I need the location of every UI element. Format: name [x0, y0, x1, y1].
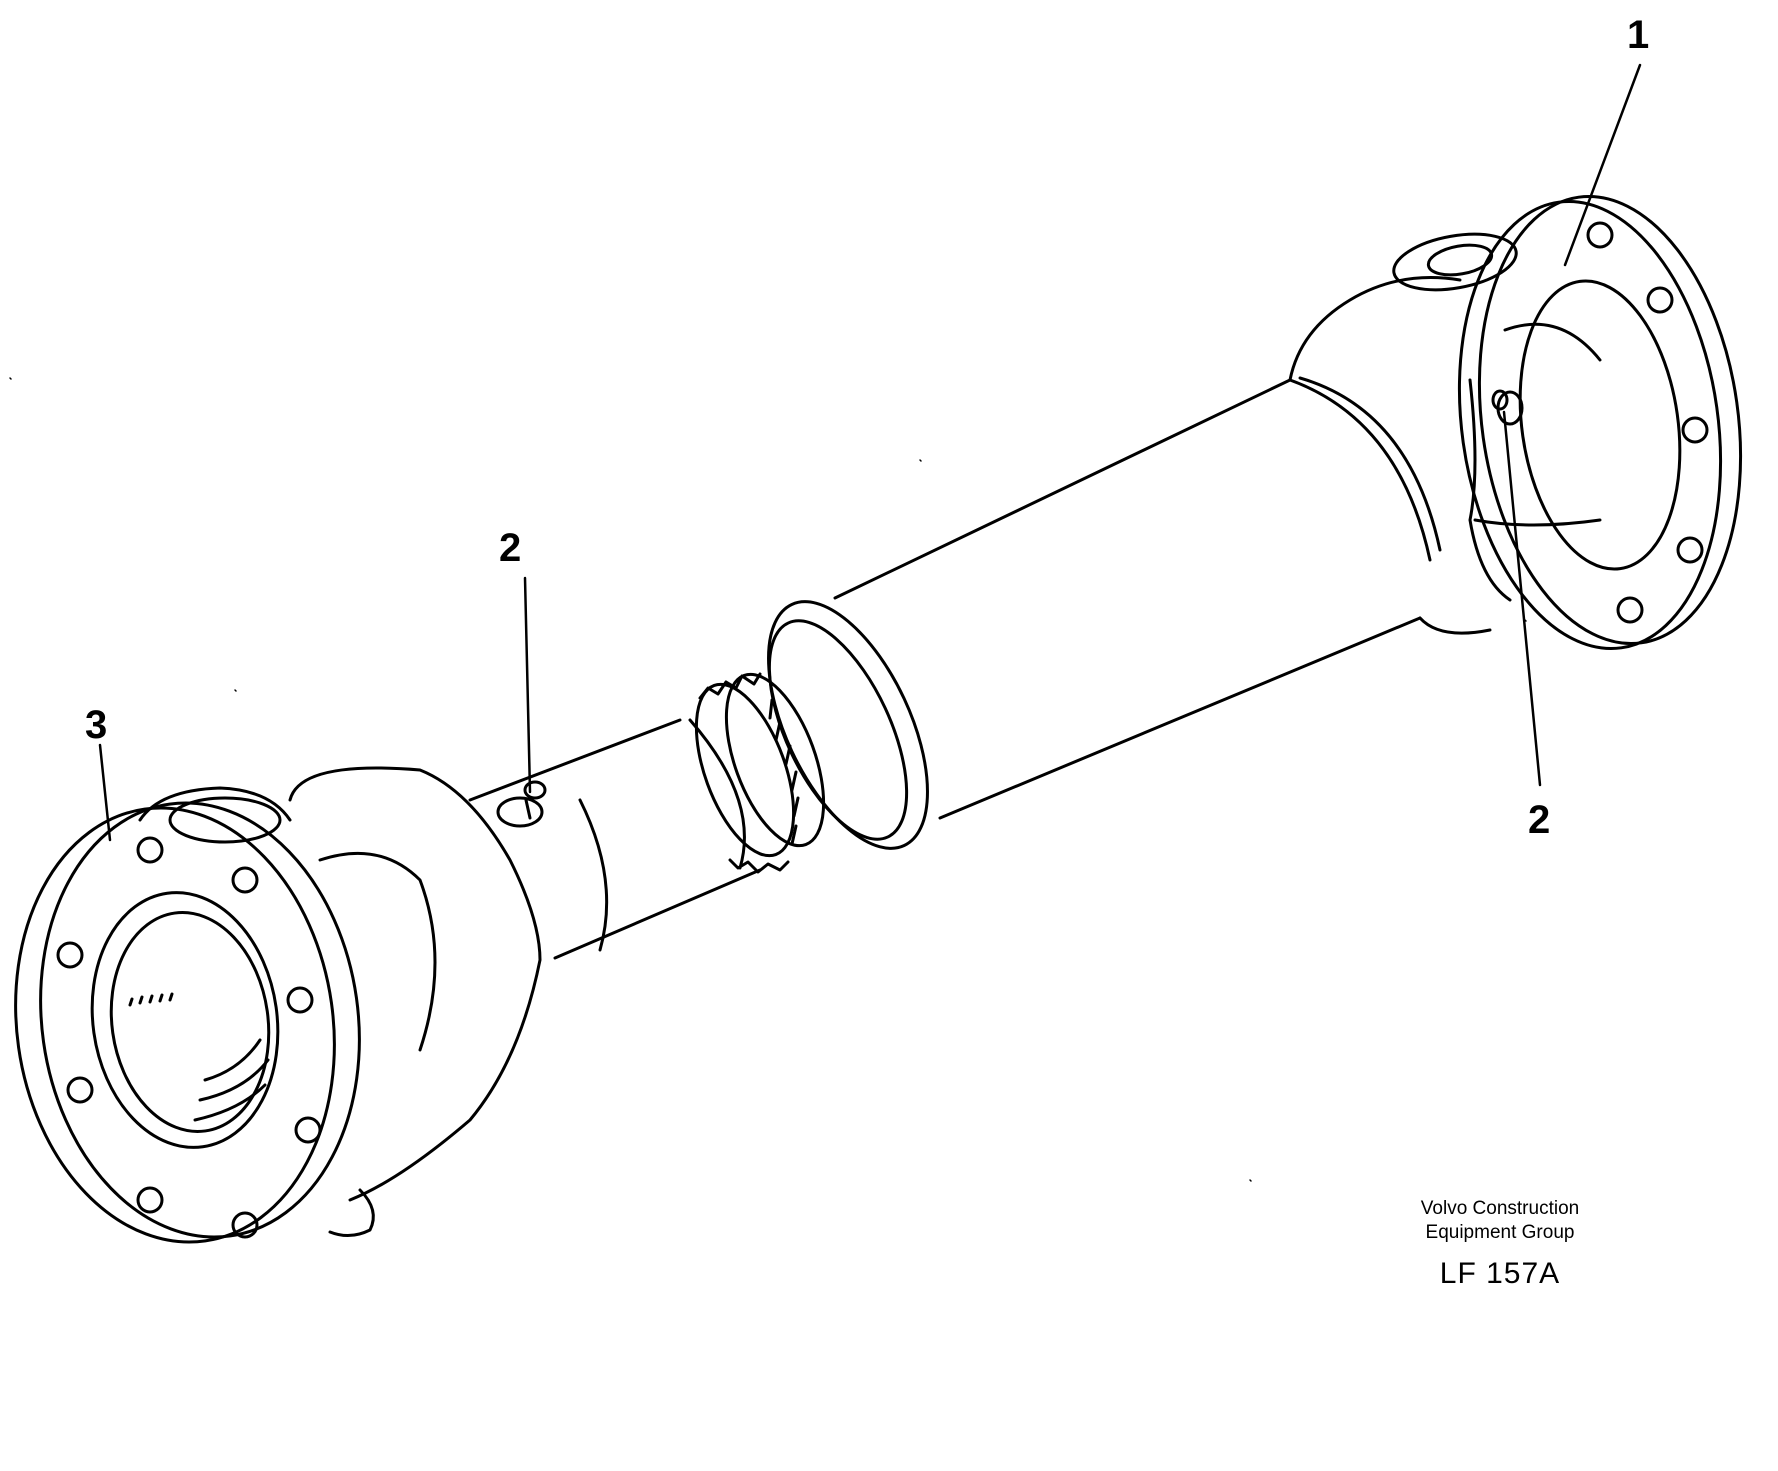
grease-nipple-right: [1491, 389, 1524, 426]
leader-1: [1563, 63, 1642, 267]
callout-2-center: 2: [499, 526, 522, 570]
slip-tube: [468, 718, 762, 960]
callout-3: 3: [85, 703, 108, 747]
scan-specks: [9, 377, 1527, 1182]
leader-2-right: [1502, 410, 1542, 787]
credit-block: Volvo Construction Equipment Group LF 15…: [1370, 1197, 1630, 1291]
figure-code: LF 157A: [1439, 1257, 1561, 1290]
callout-2-right: 2: [1528, 798, 1551, 842]
credit-company-line2: Equipment Group: [1425, 1222, 1575, 1243]
leader-3: [98, 743, 112, 842]
credit-company-line1: Volvo Construction: [1420, 1198, 1580, 1219]
right-flange: [1457, 194, 1743, 651]
leader-2-center: [523, 576, 532, 794]
right-yoke: [1288, 232, 1602, 635]
grease-nipple-center: [496, 780, 547, 828]
left-flange: [14, 801, 361, 1244]
left-yoke: [138, 766, 542, 1237]
callout-1: 1: [1627, 13, 1650, 57]
main-tube: [767, 376, 1442, 850]
spline-collar: [694, 672, 826, 874]
leader-lines: [98, 63, 1642, 842]
